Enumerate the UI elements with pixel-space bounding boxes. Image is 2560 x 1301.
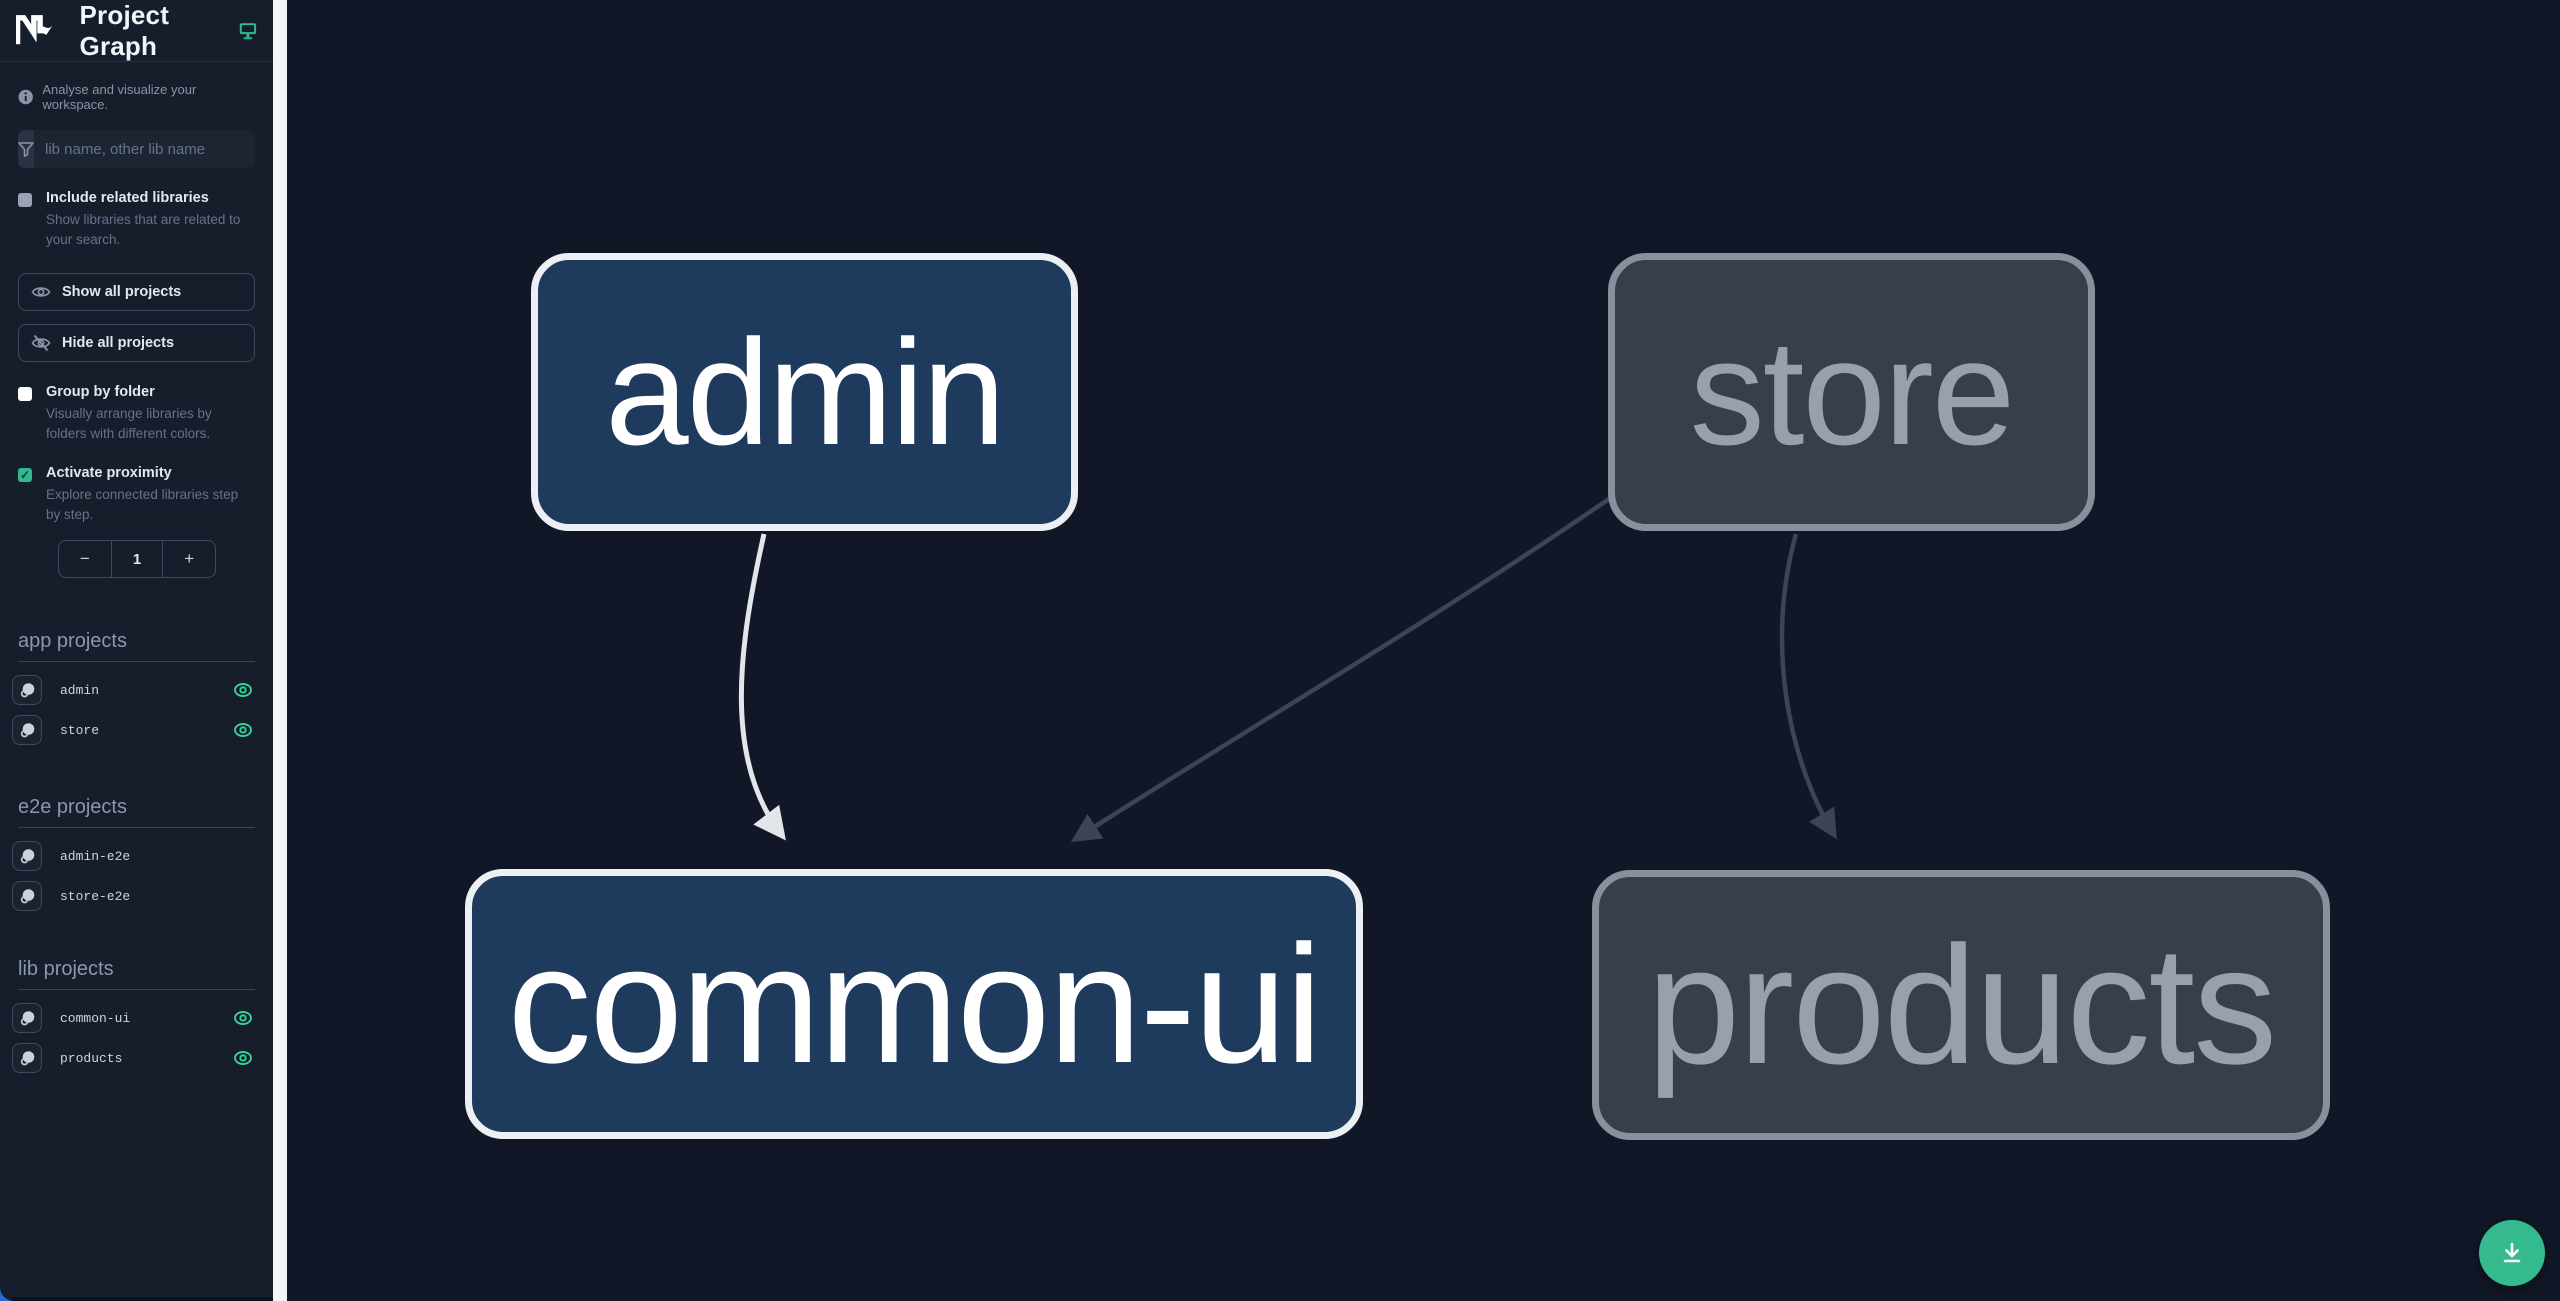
proximity-decrement-button[interactable]: − bbox=[59, 541, 111, 577]
edge-store-to-products[interactable] bbox=[1779, 533, 1837, 840]
checkbox-description: Visually arrange libraries by folders wi… bbox=[46, 406, 212, 441]
project-name: admin bbox=[60, 682, 100, 698]
proximity-value: 1 bbox=[110, 541, 164, 578]
graph-canvas[interactable]: admin store common-ui products bbox=[287, 0, 2560, 1301]
project-row-common-ui: common-ui bbox=[12, 998, 257, 1038]
dependency-edges bbox=[738, 490, 1837, 842]
checkbox-label: Activate proximity bbox=[46, 465, 172, 482]
sidebar-header: Project Graph bbox=[0, 0, 273, 62]
node-label: store bbox=[1689, 307, 2015, 476]
visibility-eye-icon[interactable] bbox=[233, 1048, 253, 1068]
eye-off-icon bbox=[31, 335, 51, 352]
graph-node-store[interactable]: store bbox=[1608, 253, 2095, 531]
search-box bbox=[18, 130, 255, 168]
project-name: store bbox=[60, 722, 100, 738]
project-row-admin-e2e: admin-e2e bbox=[12, 836, 257, 876]
activate-proximity-checkbox[interactable]: ✓ bbox=[18, 468, 32, 483]
project-row-store-e2e: store-e2e bbox=[12, 876, 257, 916]
project-row-store: store bbox=[12, 710, 257, 750]
nx-logo bbox=[16, 14, 53, 44]
graph-node-common-ui[interactable]: common-ui bbox=[465, 869, 1363, 1139]
hide-all-projects-button[interactable]: Hide all projects bbox=[18, 324, 255, 363]
tagline-text: Analyse and visualize your workspace. bbox=[42, 82, 197, 112]
section-header-e2e-projects: e2e projects bbox=[18, 796, 255, 829]
app-title: Project Graph bbox=[79, 0, 170, 61]
group-by-folder-checkbox[interactable] bbox=[18, 387, 32, 402]
info-icon bbox=[18, 89, 33, 105]
focus-project-icon[interactable] bbox=[12, 675, 42, 706]
button-label: Show all projects bbox=[62, 284, 182, 301]
checkbox-description: Explore connected libraries step by step… bbox=[46, 487, 239, 522]
download-graph-button[interactable] bbox=[2479, 1220, 2545, 1286]
sidebar-resize-gutter bbox=[273, 0, 287, 1301]
button-label: Hide all projects bbox=[62, 335, 175, 352]
search-input[interactable] bbox=[34, 130, 255, 168]
show-all-projects-button[interactable]: Show all projects bbox=[18, 273, 255, 312]
node-label: admin bbox=[605, 307, 1006, 476]
checkbox-description: Show libraries that are related to your … bbox=[46, 212, 241, 247]
visibility-eye-icon[interactable] bbox=[233, 680, 253, 700]
project-name: products bbox=[60, 1050, 123, 1066]
focus-project-icon[interactable] bbox=[12, 841, 42, 872]
visibility-eye-icon[interactable] bbox=[233, 1008, 253, 1028]
project-row-admin: admin bbox=[12, 670, 257, 710]
monitor-icon[interactable] bbox=[239, 20, 257, 42]
checkbox-label: Include related libraries bbox=[46, 190, 209, 206]
sidebar-bottom-scrollbar[interactable] bbox=[12, 1297, 273, 1301]
include-related-row: Include related libraries Show libraries… bbox=[0, 190, 273, 249]
group-by-folder-row: Group by folder Visually arrange librari… bbox=[0, 384, 273, 443]
download-icon bbox=[2503, 1242, 2521, 1263]
project-name: store-e2e bbox=[60, 888, 131, 904]
focus-project-icon[interactable] bbox=[12, 1043, 42, 1074]
project-name: common-ui bbox=[60, 1010, 131, 1026]
proximity-increment-button[interactable]: + bbox=[163, 541, 215, 577]
section-header-app-projects: app projects bbox=[18, 630, 255, 663]
node-label: common-ui bbox=[507, 909, 1323, 1098]
activate-proximity-row: ✓ Activate proximity Explore connected l… bbox=[0, 465, 273, 524]
project-name: admin-e2e bbox=[60, 848, 131, 864]
include-related-checkbox[interactable] bbox=[18, 193, 32, 207]
sidebar: Project Graph Analyse and visualize your… bbox=[0, 0, 273, 1301]
tagline-row: Analyse and visualize your workspace. bbox=[0, 62, 273, 112]
project-row-products: products bbox=[12, 1038, 257, 1078]
focus-project-icon[interactable] bbox=[12, 1003, 42, 1034]
edge-store-to-common-ui[interactable] bbox=[1070, 490, 1621, 842]
checkbox-label: Group by folder bbox=[46, 384, 155, 401]
focus-project-icon[interactable] bbox=[12, 715, 42, 746]
filter-funnel-icon bbox=[18, 130, 34, 168]
section-header-lib-projects: lib projects bbox=[18, 958, 255, 991]
proximity-stepper: − 1 + bbox=[58, 540, 216, 579]
focus-project-icon[interactable] bbox=[12, 881, 42, 912]
edge-admin-to-common-ui[interactable] bbox=[738, 533, 786, 841]
graph-node-products[interactable]: products bbox=[1592, 870, 2330, 1140]
eye-icon bbox=[31, 287, 51, 297]
visibility-eye-icon[interactable] bbox=[233, 720, 253, 740]
graph-node-admin[interactable]: admin bbox=[531, 253, 1078, 531]
node-label: products bbox=[1646, 910, 2277, 1099]
